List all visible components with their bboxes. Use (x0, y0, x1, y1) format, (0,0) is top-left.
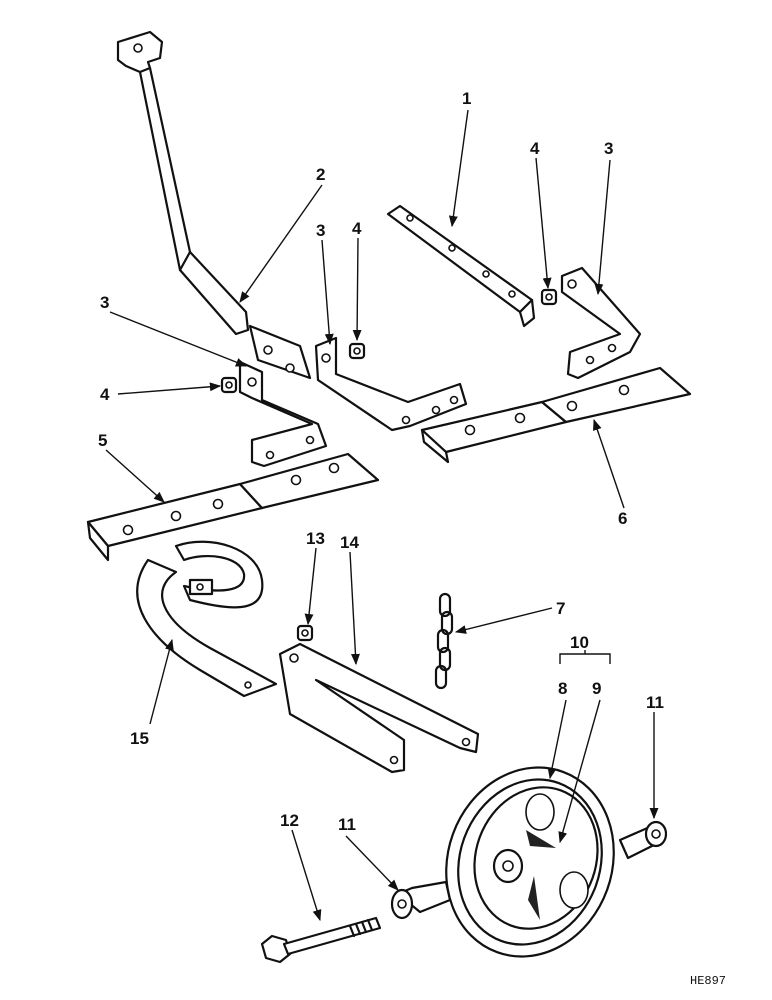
part-9-wheel-hub (492, 793, 589, 920)
callout-2: 2 (316, 165, 325, 184)
drawing-code: HE897 (690, 974, 726, 988)
part-4-left-nut (220, 376, 238, 394)
callout-4-right: 4 (530, 139, 540, 158)
callout-7: 7 (556, 599, 565, 618)
callout-12: 12 (280, 811, 299, 830)
part-11-right-hub (618, 820, 668, 860)
callout-11-right: 11 (646, 693, 664, 712)
part-2-upright-bracket (116, 30, 250, 336)
part-15-spring-tine (136, 540, 278, 698)
callout-5: 5 (98, 431, 107, 450)
callout-1: 1 (462, 89, 471, 108)
part-14-wheel-arm (278, 642, 480, 774)
callout-8: 8 (558, 679, 567, 698)
callout-labels: 1 2 3 3 3 4 4 4 5 6 7 8 9 10 11 11 12 13… (98, 89, 726, 988)
callout-13: 13 (306, 529, 325, 548)
callout-4-middle: 4 (352, 219, 362, 238)
callout-9: 9 (592, 679, 601, 698)
callout-15: 15 (130, 729, 149, 748)
callout-11-left: 11 (338, 815, 356, 834)
part-7-chain (434, 592, 454, 690)
part-11-left-hub (390, 880, 452, 920)
callout-4-left: 4 (100, 385, 110, 404)
callout-14: 14 (340, 533, 359, 552)
part-4-right-nut (540, 288, 558, 306)
callout-10: 10 (570, 633, 589, 652)
callout-6: 6 (618, 509, 627, 528)
leader-lines (105, 109, 659, 922)
part-3-right-bracket (560, 266, 642, 380)
part-3-left-bracket (238, 324, 328, 468)
callout-3-middle: 3 (316, 221, 325, 240)
callout-3-left: 3 (100, 293, 109, 312)
part-3-middle-bracket (314, 336, 468, 432)
callout-3-right: 3 (604, 139, 613, 158)
part-6-base-angle (420, 366, 692, 464)
part-1-angle-plate (386, 204, 536, 328)
part-8-wheel (445, 766, 615, 958)
part-4-middle-nut (348, 342, 366, 360)
part-13-nut (296, 624, 314, 642)
part-12-bolt (260, 916, 382, 964)
part-5-base-angle (86, 452, 380, 562)
